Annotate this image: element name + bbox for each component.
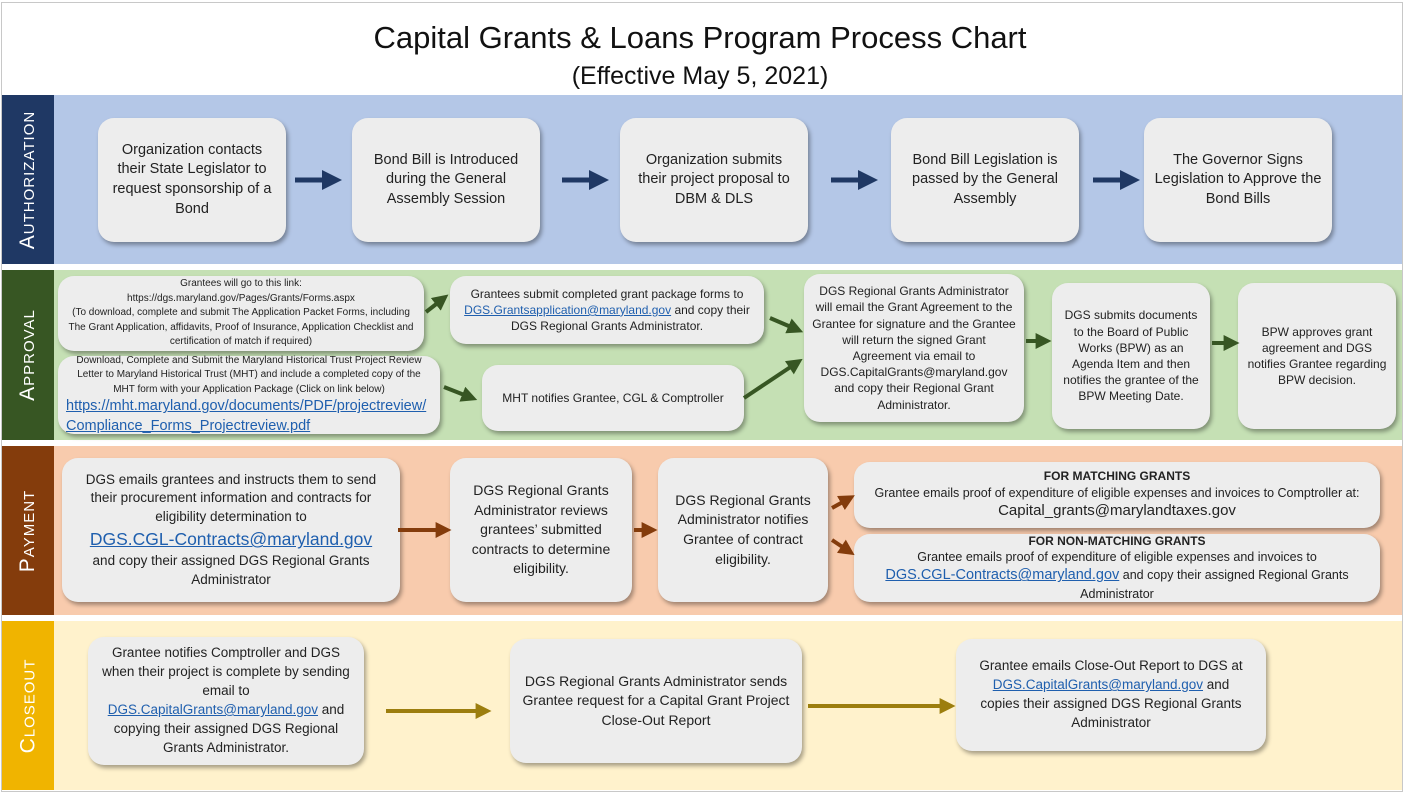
- approval-dgs-submits-box: DGS submits documents to the Board of Pu…: [1052, 283, 1210, 429]
- payment-band: Payment DGS emails grantees and instruct…: [2, 446, 1402, 615]
- auth-step-bill-passed: Bond Bill Legislation is passed by the G…: [891, 118, 1079, 242]
- notify-capitalgrants-link[interactable]: DGS.CapitalGrants@maryland.gov: [107, 702, 318, 717]
- approval-band: Approval Grantees will go to this link: …: [2, 270, 1402, 440]
- closeout-notify-box: Grantee notifies Comptroller and DGS whe…: [88, 637, 364, 765]
- auth-step-contact-legislator: Organization contacts their State Legisl…: [98, 118, 286, 242]
- grantsapplication-email-link[interactable]: DGS.Grantsapplication@maryland.gov: [464, 302, 672, 317]
- auth-step-governor-signs: The Governor Signs Legislation to Approv…: [1144, 118, 1332, 242]
- authorization-band: Authorization Organization contacts thei…: [2, 95, 1402, 264]
- closeout-report-box: Grantee emails Close-Out Report to DGS a…: [956, 639, 1266, 751]
- chart-title: Capital Grants & Loans Program Process C…: [373, 20, 1027, 55]
- payment-reviews-box: DGS Regional Grants Administrator review…: [450, 458, 632, 602]
- payment-emails-grantees-box: DGS emails grantees and instructs them t…: [62, 458, 400, 602]
- capitalgrants-email[interactable]: DGS.CapitalGrants@maryland.gov: [820, 365, 1008, 380]
- approval-bpw-box: BPW approves grant agreement and DGS not…: [1238, 283, 1396, 429]
- closeout-label: Closeout: [2, 621, 54, 790]
- authorization-label: Authorization: [2, 95, 54, 264]
- payment-matching-grants-box: FOR MATCHING GRANTS Grantee emails proof…: [854, 462, 1380, 528]
- cgl-contracts-email-link[interactable]: DGS.CGL-Contracts@maryland.gov: [89, 529, 373, 550]
- chart-subtitle: (Effective May 5, 2021): [571, 62, 829, 90]
- auth-step-bill-introduced: Bond Bill is Introduced during the Gener…: [352, 118, 540, 242]
- report-capitalgrants-link[interactable]: DGS.CapitalGrants@maryland.gov: [992, 677, 1203, 693]
- approval-admin-email-box: DGS Regional Grants Administrator will e…: [804, 274, 1024, 422]
- payment-notifies-box: DGS Regional Grants Administrator notifi…: [658, 458, 828, 602]
- closeout-request-box: DGS Regional Grants Administrator sends …: [510, 639, 802, 763]
- closeout-band: Closeout Grantee notifies Comptroller an…: [2, 621, 1402, 790]
- nonmatching-cgl-contracts-link[interactable]: DGS.CGL-Contracts@maryland.gov: [885, 567, 1120, 584]
- approval-submit-forms-box: Grantees submit completed grant package …: [450, 276, 764, 344]
- auth-step-submit-proposal: Organization submits their project propo…: [620, 118, 808, 242]
- payment-nonmatching-grants-box: FOR NON-MATCHING GRANTS Grantee emails p…: [854, 534, 1380, 602]
- approval-mht-notifies-box: MHT notifies Grantee, CGL & Comptroller: [482, 365, 744, 431]
- comptroller-email[interactable]: Capital_grants@marylandtaxes.gov: [998, 502, 1236, 520]
- approval-mht-review-box: Download, Complete and Submit the Maryla…: [58, 355, 440, 434]
- forms-url[interactable]: https://dgs.maryland.gov/Pages/Grants/Fo…: [127, 292, 355, 304]
- approval-label: Approval: [2, 270, 54, 440]
- approval-forms-link-box: Grantees will go to this link: https://d…: [58, 276, 424, 351]
- payment-label: Payment: [2, 446, 54, 615]
- mht-compliance-link[interactable]: https://mht.maryland.gov/documents/PDF/p…: [66, 398, 427, 434]
